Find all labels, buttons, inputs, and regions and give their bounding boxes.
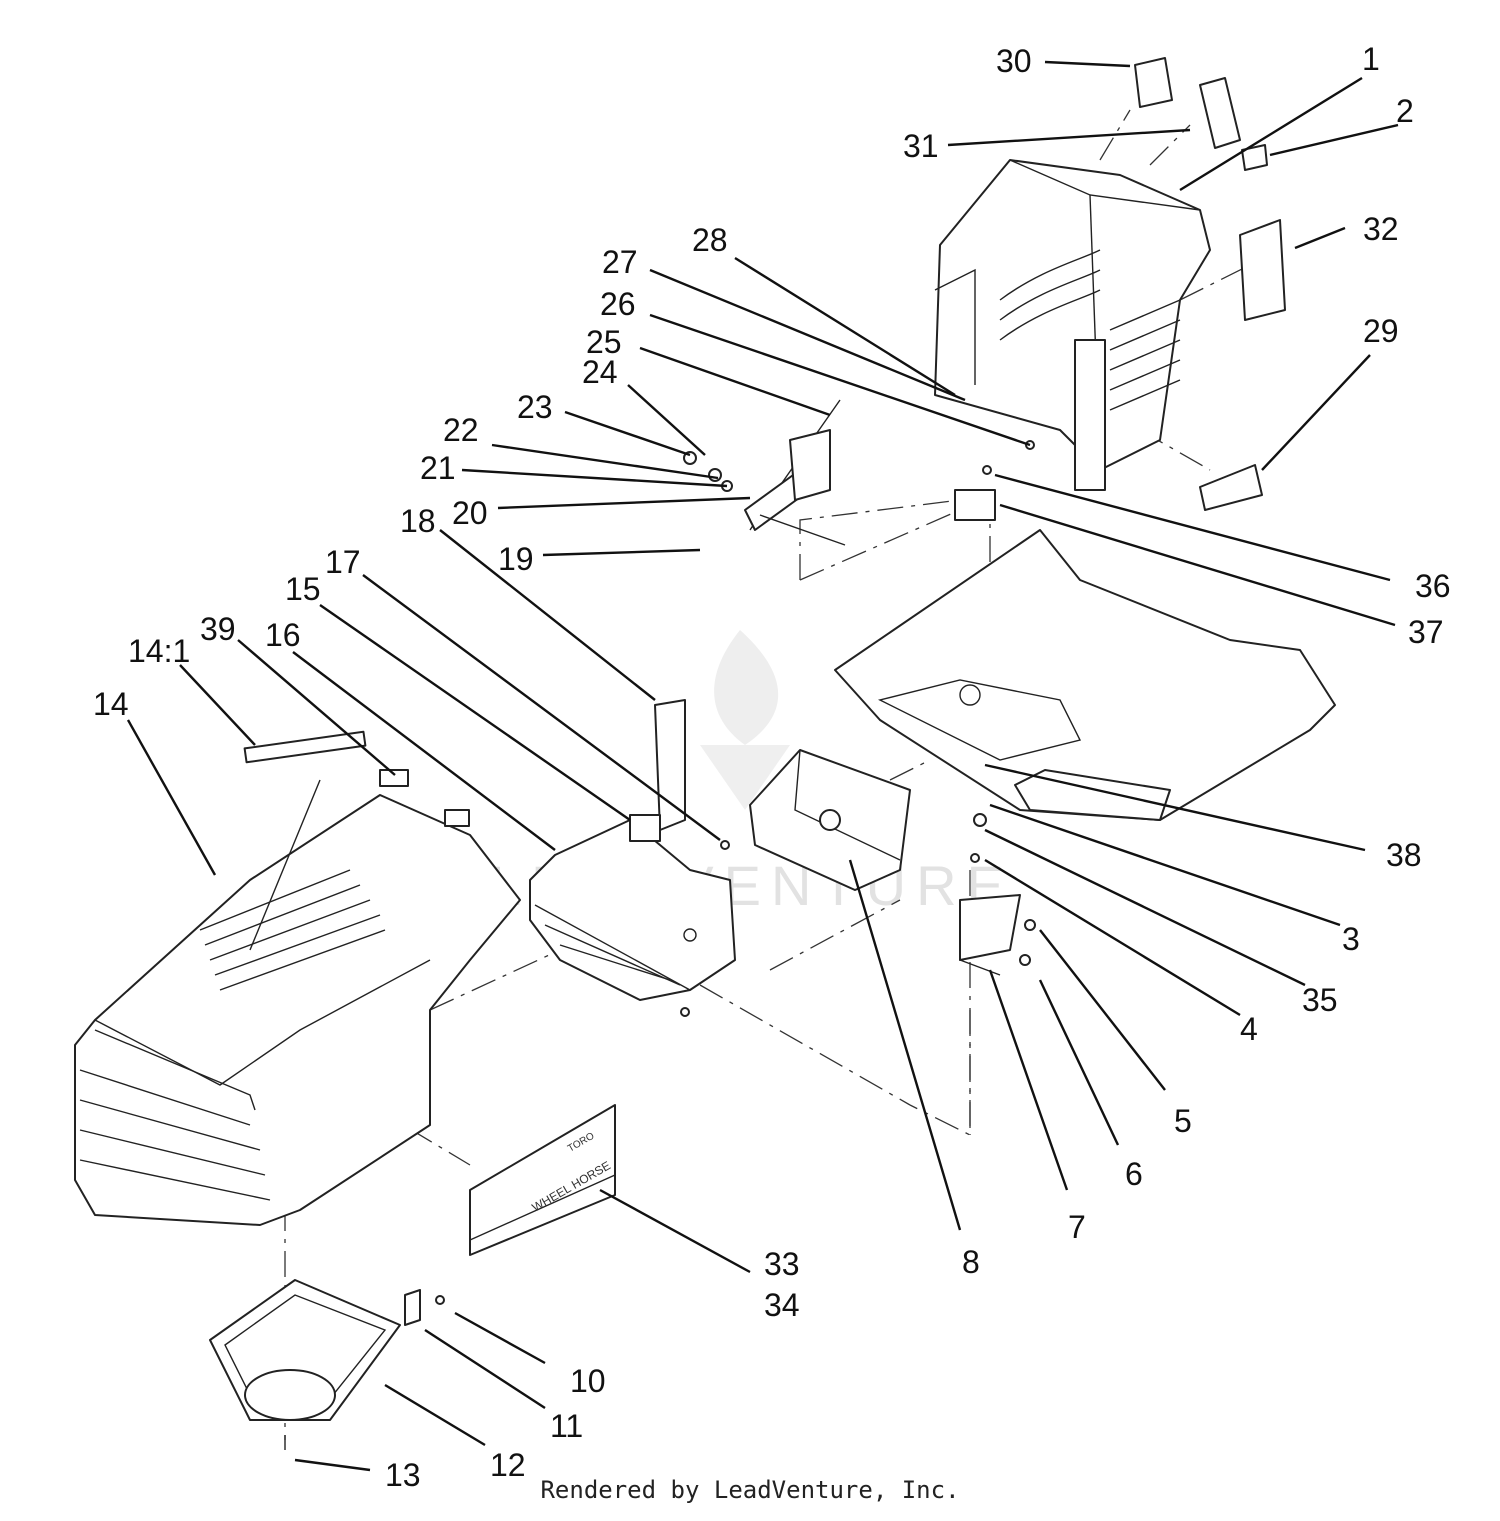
callout-37: 37 bbox=[1408, 614, 1444, 650]
grille bbox=[529, 814, 736, 1001]
callout-39: 39 bbox=[200, 611, 236, 647]
callout-6: 6 bbox=[1125, 1156, 1143, 1192]
callout-27: 27 bbox=[602, 244, 638, 280]
callout-4: 4 bbox=[1240, 1011, 1258, 1047]
callout-12: 12 bbox=[490, 1447, 526, 1483]
control-rod bbox=[683, 399, 1035, 546]
callout-20: 20 bbox=[452, 495, 488, 531]
callout-33: 33 bbox=[764, 1246, 800, 1282]
watermark-flame-icon bbox=[714, 630, 779, 745]
callout-34: 34 bbox=[764, 1287, 800, 1323]
callout-22: 22 bbox=[443, 412, 479, 448]
callout-11: 11 bbox=[550, 1408, 583, 1444]
callout-13: 13 bbox=[385, 1457, 421, 1493]
callout-16: 16 bbox=[265, 617, 301, 653]
callout-25: 25 bbox=[586, 324, 622, 360]
callout-24: 24 bbox=[582, 354, 618, 390]
headlight-bucket bbox=[209, 1279, 421, 1421]
callout-10: 10 bbox=[570, 1363, 606, 1399]
callout-35: 35 bbox=[1302, 982, 1338, 1018]
dash-bracket bbox=[654, 699, 1021, 976]
callout-26: 26 bbox=[600, 286, 636, 322]
callout-38: 38 bbox=[1386, 837, 1422, 873]
callout-labels: 1 2 3 4 5 6 7 8 10 11 12 13 14 14:1 15 1… bbox=[93, 41, 1451, 1493]
callout-30: 30 bbox=[996, 43, 1032, 79]
callout-36: 36 bbox=[1415, 568, 1451, 604]
decal-group-top bbox=[1134, 57, 1286, 511]
callout-2: 2 bbox=[1396, 93, 1414, 129]
callout-29: 29 bbox=[1363, 313, 1399, 349]
callout-7: 7 bbox=[1068, 1209, 1086, 1245]
leader-lines bbox=[126, 60, 1399, 1472]
callout-21: 21 bbox=[420, 450, 456, 486]
side-decal: TORO WHEEL HORSE bbox=[469, 1104, 616, 1256]
callout-19: 19 bbox=[498, 541, 534, 577]
callout-31: 31 bbox=[903, 128, 939, 164]
callout-8: 8 bbox=[962, 1244, 980, 1280]
footer-credit: Rendered by LeadVenture, Inc. bbox=[540, 1476, 960, 1504]
callout-5: 5 bbox=[1174, 1103, 1192, 1139]
watermark-v-icon bbox=[700, 745, 790, 810]
fender-assembly bbox=[934, 159, 1211, 491]
callout-14: 14 bbox=[93, 686, 129, 722]
callout-23: 23 bbox=[517, 389, 553, 425]
hood bbox=[74, 730, 521, 1226]
hardware bbox=[284, 465, 1036, 1450]
callout-14-1: 14:1 bbox=[128, 633, 190, 669]
callout-18: 18 bbox=[400, 503, 436, 539]
callout-28: 28 bbox=[692, 222, 728, 258]
callout-15: 15 bbox=[285, 571, 321, 607]
callout-3: 3 bbox=[1342, 921, 1360, 957]
callout-32: 32 bbox=[1363, 211, 1399, 247]
callout-1: 1 bbox=[1362, 41, 1380, 77]
footrest-plate bbox=[834, 489, 1336, 821]
callout-17: 17 bbox=[325, 544, 361, 580]
